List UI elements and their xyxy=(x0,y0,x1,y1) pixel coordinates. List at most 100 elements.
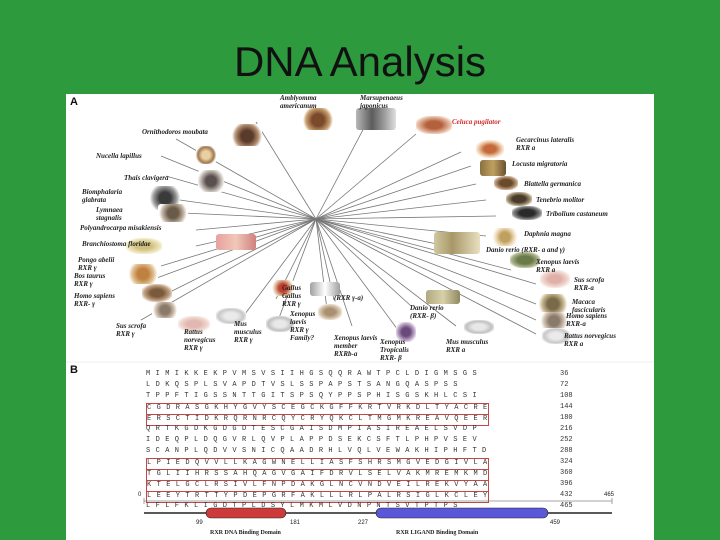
crab-image xyxy=(416,116,452,134)
species-label: Homo sapiens RXR-a xyxy=(566,312,608,328)
sequence-position: 252 xyxy=(560,436,573,444)
sequence-position: 180 xyxy=(560,414,573,422)
panel-b-letter: B xyxy=(70,364,78,376)
slide-title: DNA Analysis xyxy=(233,38,487,85)
chicken-image xyxy=(272,280,294,296)
species-label: Gecarcinus lateralis RXR a xyxy=(516,136,575,152)
rat-image xyxy=(216,308,246,324)
species-label: Danio rerio (RXR- a and γ) xyxy=(486,246,565,254)
schematic-end: 465 xyxy=(604,492,615,498)
species-label: Locusta migratoria xyxy=(512,160,568,168)
species-label: Homo sapiens RXR- γ xyxy=(74,292,116,308)
species-label: Xenopus laevis member RXRb-a xyxy=(334,334,378,358)
sequence-position: 72 xyxy=(560,381,569,389)
pond-snail-image xyxy=(158,204,188,222)
orangutan-image xyxy=(128,264,158,284)
panel-a-letter: A xyxy=(70,96,78,108)
species-label: Sus scrofa RXR-a xyxy=(574,276,605,292)
species-label: Tribolium castaneum xyxy=(546,210,608,218)
species-label: Xenopus laevis RXR γ Family? xyxy=(290,310,316,342)
species-label: Tenebrio molitor xyxy=(536,196,585,204)
mouse-b-image xyxy=(464,320,494,334)
tick-image xyxy=(302,108,334,130)
species-label: Marsupenaeus japonicus xyxy=(360,94,403,110)
species-label: Danio rerio (RXR- β) xyxy=(410,304,444,320)
species-label: Xenopus Tropicalis RXR- β xyxy=(380,338,409,362)
schematic-start: 0 xyxy=(138,492,142,498)
species-label: Nucella lapillus xyxy=(96,152,142,160)
sequence-position: 465 xyxy=(560,502,573,510)
sequence-row: S C A N P L Q D V V S N I C Q A A D R H … xyxy=(146,447,487,455)
sequence-position: 36 xyxy=(560,370,569,378)
species-label: Lymnaea stagnalis xyxy=(96,206,123,222)
cockroach-image xyxy=(494,176,518,190)
dbd-start: 99 xyxy=(196,520,203,526)
sequence-position: 432 xyxy=(560,491,573,499)
frog-image xyxy=(510,252,540,268)
rat-b-image xyxy=(542,328,570,344)
species-label: Blattella germanica xyxy=(524,180,581,188)
pig-image xyxy=(540,270,570,288)
macaque-image xyxy=(538,294,568,314)
frog-b-image xyxy=(318,304,342,320)
figure-panel: A xyxy=(66,94,654,540)
sequence-position: 216 xyxy=(560,425,573,433)
species-label: Polyandrocarpa misakiensis xyxy=(80,224,162,232)
fish-image xyxy=(310,282,340,296)
species-label: Macaca fascicularis xyxy=(572,298,606,314)
pig-b-image xyxy=(178,316,210,332)
sequence-row: E R S C T I D K R Q R N R C Q Y C R Y Q … xyxy=(146,414,489,426)
sequence-row: Q R T K G D K G D G D T E S C G A I S D … xyxy=(146,425,478,433)
species-label: Pongo abelii RXR γ xyxy=(78,256,115,272)
beetle-image xyxy=(506,192,532,206)
sequence-row: I D E Q P L D Q G V R L Q V P L A P P D … xyxy=(146,436,478,444)
sequence-position: 144 xyxy=(560,403,573,411)
species-label: Rattus norvegicus RXR γ xyxy=(184,328,216,352)
whelk-image xyxy=(196,146,216,164)
species-label: Daphnia magna xyxy=(524,230,571,238)
snail-image xyxy=(198,170,224,192)
lbd-domain-bar xyxy=(375,507,549,519)
sequence-row: M I M I K K E K P V M S V S I I H G S Q … xyxy=(146,370,478,378)
frog-c-image xyxy=(396,322,416,342)
species-label: Xenopus laevis RXR a xyxy=(536,258,580,274)
lbd-end: 459 xyxy=(550,520,561,526)
zebrafish-image xyxy=(434,232,480,254)
cattle-image xyxy=(142,284,172,302)
species-label: (RXR γ-a) xyxy=(334,294,364,302)
species-label: Rattus norvegicus RXR a xyxy=(564,332,616,348)
species-label: Biomphalaria glabrata xyxy=(82,188,123,204)
sequence-row: L F L F K L I G D T P L D S Y L M K M L … xyxy=(146,502,459,510)
species-label: Branchiostoma floridae xyxy=(82,240,151,248)
species-label: Sus scrofa RXR γ xyxy=(116,322,147,338)
dbd-end: 181 xyxy=(290,520,301,526)
species-label: Mus musculus RXR γ xyxy=(234,320,262,344)
lancelet-image xyxy=(126,238,162,254)
species-label: Mus musculus RXR a xyxy=(446,338,489,354)
dbd-domain-bar xyxy=(205,507,287,519)
tunicate-image xyxy=(216,234,256,250)
species-label: Celuca pugilator xyxy=(452,118,501,126)
dbd-label: RXR DNA Binding Domain xyxy=(210,530,281,536)
human-image xyxy=(152,302,178,318)
land-crab-image xyxy=(476,140,504,158)
sequence-position: 396 xyxy=(560,480,573,488)
mouse-image xyxy=(266,316,294,332)
sequence-position: 324 xyxy=(560,458,573,466)
sequence-row: L E E Y T R T T Y P D E P G R F A K L L … xyxy=(146,491,489,503)
zebrafish-b-image xyxy=(426,290,460,304)
sequence-row: T P P F T I G S S N T T G I T S P S Q Y … xyxy=(146,392,478,400)
locust-image xyxy=(480,160,506,176)
shrimp-image xyxy=(356,108,396,130)
sequence-position: 108 xyxy=(560,392,573,400)
sequence-row: L D K Q S P L S V A P D T V S L S S P A … xyxy=(146,381,459,389)
species-label: Bos taurus RXR γ xyxy=(74,272,106,288)
species-label: Thais clavigera xyxy=(124,174,169,182)
flour-beetle-image xyxy=(512,206,542,220)
species-label: Ornithodoros moubata xyxy=(142,128,208,136)
sequence-position: 360 xyxy=(560,469,573,477)
human-b-image xyxy=(540,312,568,330)
daphnia-image xyxy=(492,228,518,246)
sequence-position: 288 xyxy=(560,447,573,455)
soft-tick-image xyxy=(232,124,262,146)
